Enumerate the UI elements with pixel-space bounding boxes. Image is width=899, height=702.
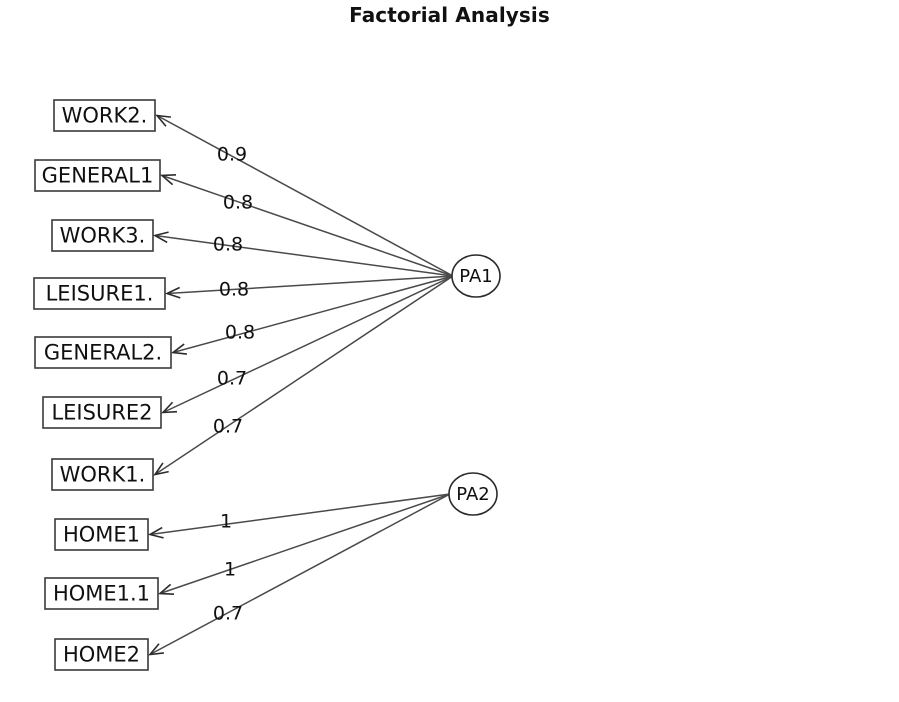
loading-edge: [147, 493, 451, 539]
observed-variable-box[interactable]: [54, 638, 149, 671]
observed-variable-label: HOME1: [63, 523, 140, 547]
observed-variable-box[interactable]: [44, 577, 159, 610]
observed-variable-label: HOME1.1: [53, 582, 150, 606]
observed-variable-home2[interactable]: HOME2: [54, 638, 149, 671]
observed-variable-label: WORK1.: [60, 463, 146, 487]
observed-variable-box[interactable]: [42, 396, 162, 429]
loading-edge: [153, 275, 454, 476]
loading-weight-label: 1: [220, 511, 232, 533]
loading-weight-label: 0.8: [213, 234, 243, 256]
loading-weight-label: 1: [224, 559, 236, 581]
loading-edge: [164, 275, 454, 299]
latent-factor-label: PA2: [456, 484, 489, 505]
observed-variable-box[interactable]: [51, 458, 154, 491]
latent-factor-ellipse[interactable]: [448, 472, 498, 516]
observed-variable-box[interactable]: [34, 336, 172, 369]
edge-arrowhead-icon: [152, 231, 169, 244]
edge-arrowhead-icon: [153, 462, 169, 476]
loading-weight-label: 0.7: [213, 416, 243, 438]
loading-edge: [157, 493, 451, 595]
observed-variable-work1[interactable]: WORK1.: [51, 458, 154, 491]
observed-variable-leisure2[interactable]: LEISURE2: [42, 396, 162, 429]
latent-factor-label: PA1: [459, 266, 492, 287]
edge-arrowhead-icon: [148, 643, 164, 656]
observed-variable-home1[interactable]: HOME1: [54, 518, 149, 551]
observed-variable-label: GENERAL2.: [44, 341, 162, 365]
latent-factor-pa1[interactable]: PA1: [451, 254, 501, 298]
loading-weight-label: 0.8: [219, 279, 249, 301]
observed-variable-work3[interactable]: WORK3.: [51, 219, 154, 252]
loading-edge: [155, 114, 454, 277]
edges-layer: [147, 114, 454, 656]
loading-weight-label: 0.8: [223, 192, 253, 214]
observed-variable-box[interactable]: [54, 518, 149, 551]
latent-factor-ellipse[interactable]: [451, 254, 501, 298]
edge-arrowhead-icon: [147, 526, 164, 539]
edge-arrowhead-icon: [159, 174, 177, 186]
observed-variable-general2[interactable]: GENERAL2.: [34, 336, 172, 369]
edge-arrowhead-icon: [164, 286, 181, 299]
page-title: Factorial Analysis: [349, 3, 550, 27]
edge-arrowhead-icon: [155, 114, 171, 127]
loading-edge: [159, 174, 454, 277]
edge-arrowhead-icon: [161, 401, 178, 414]
observed-variable-label: WORK2.: [62, 104, 148, 128]
latent-factor-pa2[interactable]: PA2: [448, 472, 498, 516]
observed-variable-label: LEISURE2: [51, 401, 152, 425]
observed-variable-box[interactable]: [34, 159, 161, 192]
observed-variable-label: WORK3.: [60, 224, 146, 248]
loading-weight-label: 0.7: [213, 603, 243, 625]
edge-weight-labels-layer: 0.9 0.8 0.8 0.8 0.8 0.7 0.7 1 1 0.7: [213, 144, 255, 625]
loading-edge: [161, 275, 454, 414]
edge-arrowhead-icon: [157, 583, 175, 595]
edge-arrowhead-icon: [170, 343, 188, 355]
observed-variable-leisure1[interactable]: LEISURE1.: [33, 277, 166, 310]
observed-variable-label: LEISURE1.: [46, 282, 154, 306]
observed-variable-box[interactable]: [53, 99, 156, 132]
loading-weight-label: 0.7: [217, 368, 247, 390]
observed-variable-general1[interactable]: GENERAL1: [34, 159, 161, 192]
observed-variable-work2[interactable]: WORK2.: [53, 99, 156, 132]
observed-variable-label: HOME2: [63, 643, 140, 667]
observed-variable-home1_1[interactable]: HOME1.1: [44, 577, 159, 610]
loading-weight-label: 0.9: [217, 144, 247, 166]
loading-edge: [148, 493, 451, 656]
loading-edge: [152, 231, 454, 277]
observed-variable-box[interactable]: [51, 219, 154, 252]
observed-variable-box[interactable]: [33, 277, 166, 310]
loading-weight-label: 0.8: [225, 322, 255, 344]
loading-edge: [170, 275, 454, 355]
observed-variable-label: GENERAL1: [42, 164, 154, 188]
